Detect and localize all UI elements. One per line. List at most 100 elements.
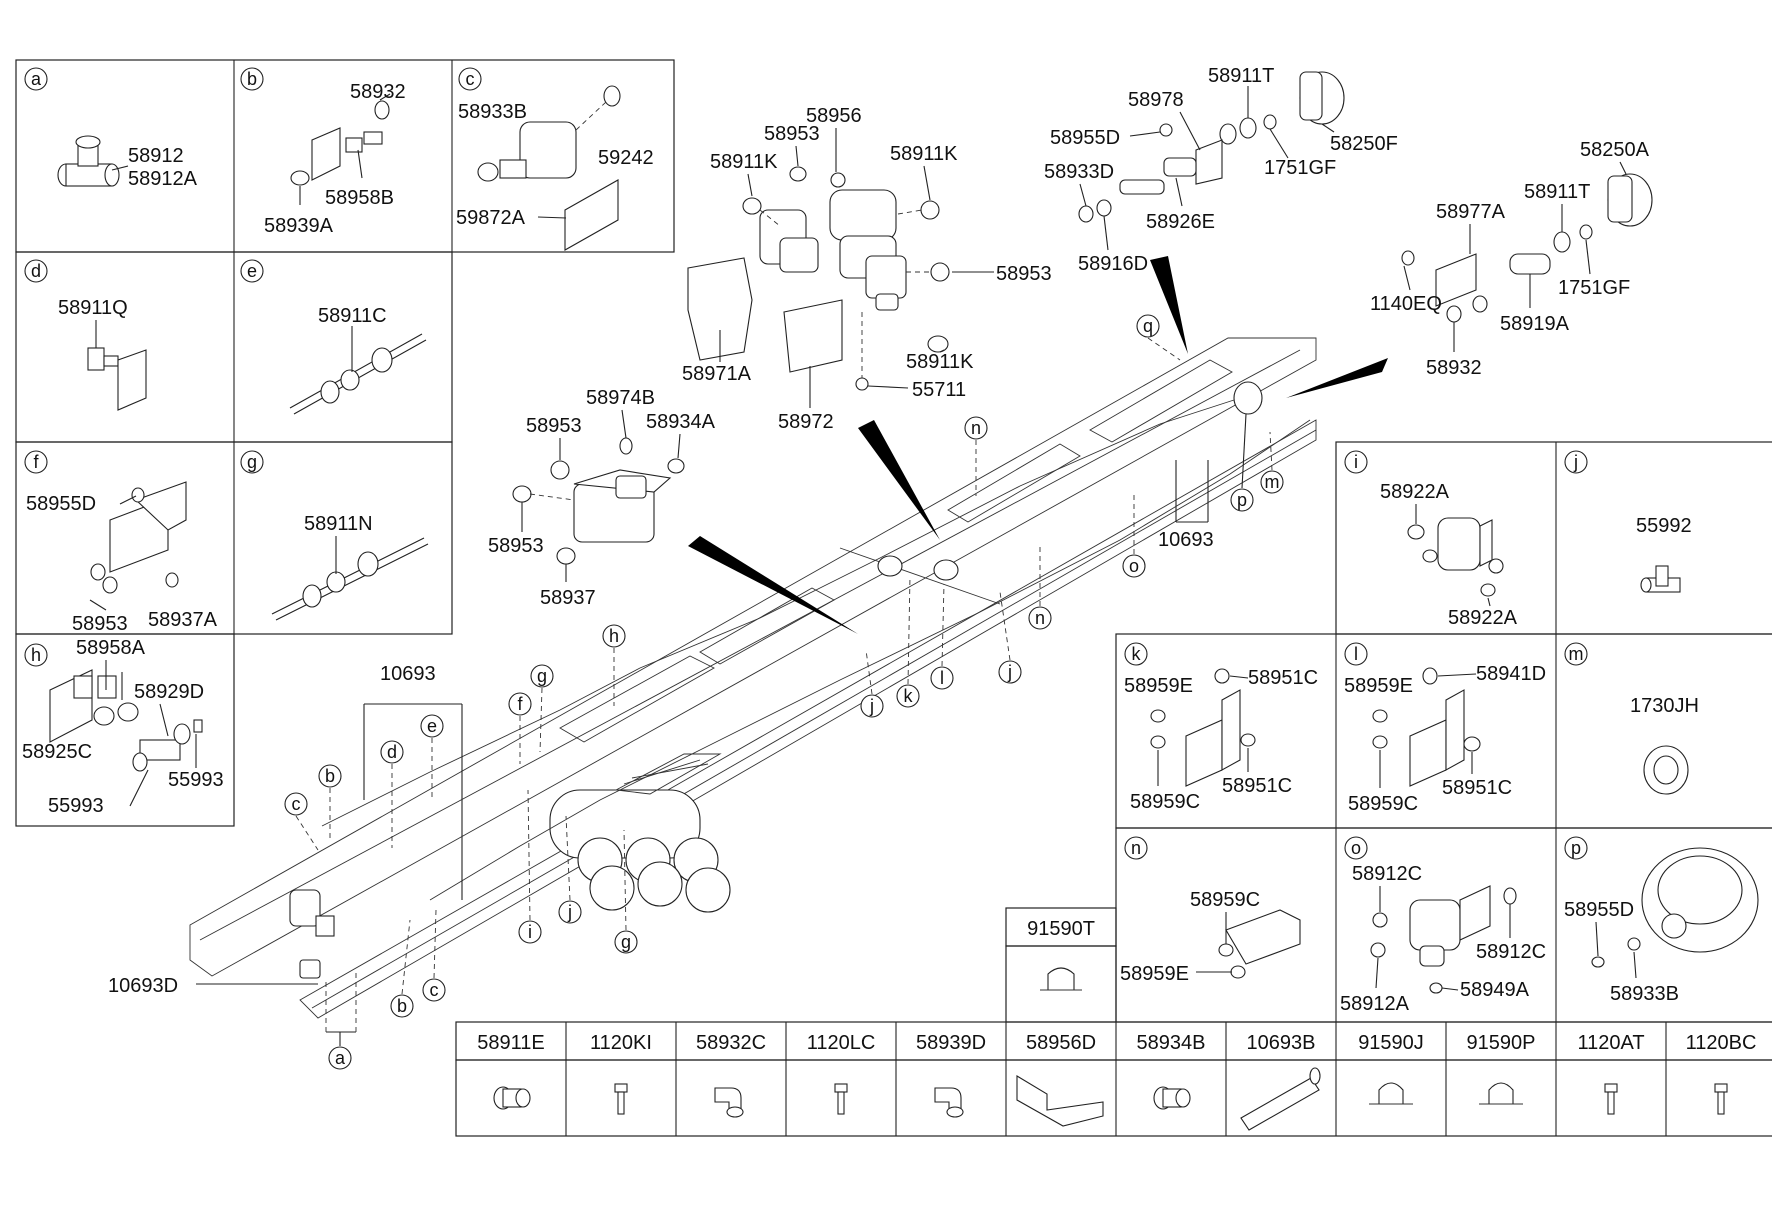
ref-label: 10693 xyxy=(380,663,436,685)
left-panel-grid xyxy=(15,59,675,827)
part-label: 58959C xyxy=(1348,793,1418,815)
callout-letter: m xyxy=(1265,472,1280,492)
nut-icon xyxy=(1153,1086,1191,1110)
table-header: 1120LC xyxy=(807,1032,876,1054)
part-label: 58934A xyxy=(646,411,716,433)
panel-letter-f: f xyxy=(33,452,39,472)
panel-o: o 58912C 58912C 58912A 58949A xyxy=(1340,836,1546,1015)
callout-letter: j xyxy=(1007,662,1012,682)
callout-letter: c xyxy=(292,794,301,814)
table-header: 91590T xyxy=(1027,918,1095,940)
bolt-icon xyxy=(1604,1083,1618,1115)
callout-letter: k xyxy=(904,686,914,706)
part-label: 58911C xyxy=(318,305,387,327)
panel-m: m 1730JH xyxy=(1564,642,1699,795)
callout-letter: e xyxy=(427,716,437,736)
part-label: 58912C xyxy=(1476,941,1546,963)
part-label: 58932 xyxy=(350,81,406,103)
callout-letter: h xyxy=(609,626,619,646)
part-label: 58956 xyxy=(806,105,862,127)
table-header: 58934B xyxy=(1137,1032,1206,1054)
rear-left-group: 58911T 58978 58955D 58933D 58250F 1751GF… xyxy=(1044,65,1398,275)
table-header: 1120KI xyxy=(590,1032,652,1054)
panel-letter-c: c xyxy=(466,69,475,89)
part-label: 58958B xyxy=(325,187,394,209)
part-label: 59242 xyxy=(598,147,654,169)
panel-letter-m: m xyxy=(1569,644,1584,664)
part-label: 58925C xyxy=(22,741,92,763)
panel-b: b 58932 58958B 58939A xyxy=(240,67,406,237)
part-label: 58912A xyxy=(1340,993,1410,1015)
panel-k: k 58959E 58951C 58959C 58951C xyxy=(1124,642,1318,813)
part-label: 58959C xyxy=(1190,889,1260,911)
callout-letter: p xyxy=(1237,490,1247,510)
panel-d: d 58911Q xyxy=(24,259,147,411)
part-label: 58951C xyxy=(1442,777,1512,799)
part-label: 55992 xyxy=(1636,515,1692,537)
table-header: 1120AT xyxy=(1577,1032,1644,1054)
tee-fitting-icon xyxy=(57,135,120,187)
part-label: 58250F xyxy=(1330,133,1398,155)
part-label: 58972 xyxy=(778,411,834,433)
table-header: 58932C xyxy=(696,1032,766,1054)
table-header: 10693B xyxy=(1247,1032,1316,1054)
callout-letter: f xyxy=(517,694,523,714)
part-label: 58250A xyxy=(1580,139,1650,161)
part-label: 58955D xyxy=(1564,899,1634,921)
table-header: 58911E xyxy=(477,1032,544,1054)
right-panel-grid xyxy=(1115,441,1772,1023)
part-label: 58937A xyxy=(148,609,218,631)
callout-letter: l xyxy=(940,668,944,688)
part-label: 58922A xyxy=(1380,481,1450,503)
table-header: 58939D xyxy=(916,1032,986,1054)
part-label: 58959E xyxy=(1124,675,1193,697)
part-label: 58932 xyxy=(1426,357,1482,379)
panel-c: c 58933B 59242 59872A xyxy=(456,67,654,251)
clamp-icon xyxy=(1479,1082,1523,1105)
part-label: 58978 xyxy=(1128,89,1184,111)
part-label: 1751GF xyxy=(1264,157,1336,179)
panel-i: i 58922A 58922A xyxy=(1344,450,1518,629)
panel-letter-l: l xyxy=(1354,644,1358,664)
panel-letter-d: d xyxy=(31,261,41,281)
callout-letter: o xyxy=(1129,556,1139,576)
callout-letter: n xyxy=(971,418,981,438)
part-label: 58951C xyxy=(1248,667,1318,689)
panel-letter-o: o xyxy=(1351,838,1361,858)
part-label: 58911K xyxy=(710,151,778,173)
panel-g: g 58911N xyxy=(240,450,429,621)
panel-h: h 58958A 58929D 58925C 55993 55993 xyxy=(22,637,224,817)
part-label: 1751GF xyxy=(1558,277,1630,299)
part-label: 58926E xyxy=(1146,211,1215,233)
part-label: 55993 xyxy=(168,769,224,791)
frame-callouts: q n p m o n j k l j h g f xyxy=(108,314,1284,1070)
part-label: 58911K xyxy=(890,143,958,165)
callout-letter: b xyxy=(325,766,335,786)
callout-letter: n xyxy=(1035,608,1045,628)
callout-letter: j xyxy=(869,696,874,716)
tee-fitting-icon xyxy=(1640,565,1681,593)
table-header: 91590J xyxy=(1358,1032,1424,1054)
part-label: 58955D xyxy=(26,493,96,515)
part-label: 58974B xyxy=(586,387,655,409)
bolt-icon xyxy=(614,1083,628,1115)
lower-valve: 58974B 58953 58934A 58953 58937 xyxy=(488,387,716,609)
callout-letter: c xyxy=(430,980,439,1000)
callout-letter: g xyxy=(621,932,631,952)
panel-letter-h: h xyxy=(31,645,41,665)
part-label: 58911N xyxy=(304,513,373,535)
bolt-icon xyxy=(1714,1083,1728,1115)
table-header: 91590P xyxy=(1467,1032,1536,1054)
clamp-icon xyxy=(1040,967,1082,991)
panel-a: a 58912 58912A xyxy=(24,67,198,190)
part-label: 58911K xyxy=(906,351,974,373)
pointer-wedges xyxy=(688,256,1388,634)
panel-letter-i: i xyxy=(1354,452,1358,472)
chassis-frame xyxy=(189,337,1317,1019)
part-label: 1140EQ xyxy=(1370,293,1442,315)
part-label: 58953 xyxy=(526,415,582,437)
center-assembly: 58956 58953 58911K 58911K 58953 58911K 5… xyxy=(682,105,1052,433)
part-label: 58912C xyxy=(1352,863,1422,885)
part-label: 58959E xyxy=(1344,675,1413,697)
callout-letter: q xyxy=(1143,316,1153,336)
